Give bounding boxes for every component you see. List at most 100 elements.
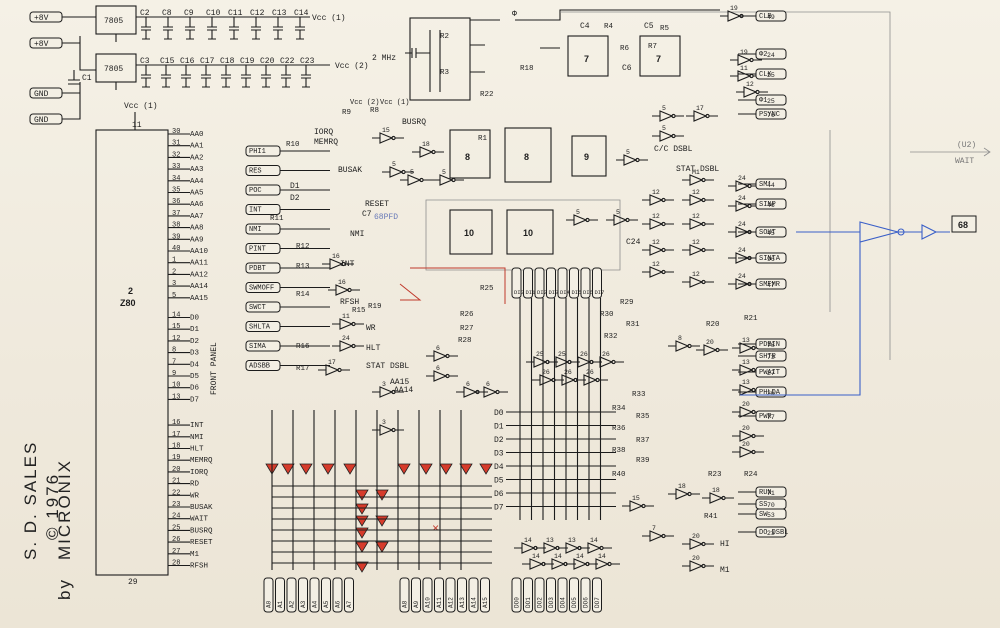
led-driver [439,463,453,475]
capacitor-symbol [301,65,311,88]
inverter-bubble [347,287,352,293]
mid-data-connector [546,267,556,299]
address-connector-label: A15 [482,597,489,608]
buffer-gate [566,214,598,226]
gate-pin-number: 12 [652,213,660,220]
vcc1-output-label: Vcc (1) [312,14,346,23]
buffer-gate [652,130,684,142]
aa14-label: AA14 [394,386,413,395]
capacitor-label: C2 [140,9,150,18]
data-out-connector-label: DO6 [583,597,590,608]
cpu-pin-name: D1 [190,326,200,334]
chip-label: 8 [465,152,470,162]
cpu-pin-name: RESET [190,539,213,547]
right-connector-pin: 77 [767,414,775,421]
cpu-pin-number: 32 [172,151,180,159]
led-driver [375,541,389,553]
right-connector-pin: 24 [767,52,775,59]
inverter-bubble [749,73,754,79]
capacitor-label: C18 [220,57,235,66]
gate-pin-number: 20 [692,533,700,540]
data-line-label: D6 [494,490,504,499]
resistor-label: R16 [296,343,310,351]
cpu-pin-number: 20 [172,466,180,474]
right-connector-pin: 71 [767,490,775,497]
buffer-gate [426,350,458,362]
address-connector [298,577,308,613]
capacitor-label: C19 [240,57,255,66]
cpu-pin-number: 21 [172,478,180,486]
right-connector-pin: 25 [767,98,775,105]
right-connector-pin: 26 [767,390,775,397]
cpu-pin-name: D3 [190,350,200,358]
left-connector-label: SWCT [249,304,266,312]
wr-label: WR [366,324,376,333]
inverter-bubble [687,491,692,497]
resistor-label: R5 [660,25,670,33]
gate-pin-number: 6 [436,345,440,352]
resistor-label: R26 [460,311,474,319]
right-connector-pin: 46 [767,202,775,209]
gate-pin-number: 24 [738,273,746,280]
gate-pin-number: 26 [586,369,594,376]
capacitor-symbol [185,17,195,40]
data-out-connector-label: DO3 [548,597,555,608]
inverter-bubble [751,433,756,439]
buffer-gate [668,488,700,500]
data-out-connector [511,577,522,613]
cpu-pin-name: INT [190,422,204,430]
resistor-label: R10 [286,141,300,149]
buffer-gate [668,340,700,352]
resistor-label: R40 [612,471,626,479]
gate-pin-number: 13 [742,359,750,366]
chip-label: 10 [464,228,474,238]
gate-pin-number: 20 [742,441,750,448]
buffer-gate [686,110,718,122]
capacitor-label: C7 [362,210,372,219]
inverter-bubble [599,545,604,551]
buffer-gate [322,258,354,270]
capacitor-label: C15 [160,57,175,66]
brand-name: MICRONIX [55,459,74,560]
data-line-label: D1 [494,423,504,432]
gate-pin-number: 24 [738,195,746,202]
inverter-bubble [445,353,450,359]
right-connector-pin: 23 [767,530,775,537]
flipflop-7b [639,35,681,77]
reset-label: RESET [365,200,389,209]
gate-pin-number: 12 [692,271,700,278]
buffer-gate [372,386,404,398]
right-connector-label: CLK [759,71,772,79]
cc-dsbl-label: C/C DSBL [654,145,693,154]
clock-block [409,17,471,101]
mid-data-connector-label: DI6 [583,289,593,296]
address-connector [445,577,456,613]
right-connector-label: SS [759,501,767,509]
cpu-pin-number: 14 [172,312,180,320]
inverter-bubble [419,177,424,183]
right-connector-label: CLR [759,13,772,21]
inverter-bubble [391,135,396,141]
power-input-label: GND [34,116,49,125]
buffer-gate [642,194,674,206]
mid-data-connector-label: DI3 [549,289,559,296]
cpu-pin-number: 17 [172,431,180,439]
gate-pin-number: 15 [382,127,390,134]
gate-pin-number: 5 [626,149,630,156]
address-connector [309,577,320,613]
address-connector-label: A9 [413,600,420,608]
gate-pin-number: M1 [692,169,700,176]
cpu-pin-name: D5 [190,373,200,381]
gate-pin-number: 24 [738,175,746,182]
address-connector [411,577,421,613]
mid-data-connector-label: DI4 [560,289,571,296]
gate-pin-number: 26 [564,369,572,376]
cpu-pin-number: 5 [172,292,176,300]
cpu-pin-number: 16 [172,419,180,427]
left-connector-label: SWMOFF [249,285,274,293]
resistor-label: R21 [744,315,758,323]
data-out-connector [580,577,591,613]
capacitor-symbol [251,17,261,40]
